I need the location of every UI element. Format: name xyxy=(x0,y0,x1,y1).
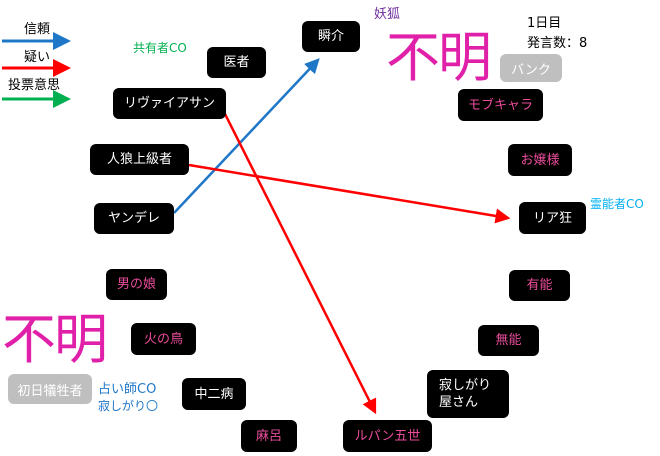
player-useless[interactable]: 無能 xyxy=(478,325,539,356)
dead-bank[interactable]: バンク xyxy=(500,54,562,82)
doubt-arrow-leviathan-lupin xyxy=(218,103,377,415)
seer-result-note: 寂しがり〇 xyxy=(98,399,159,413)
unknown-mark: 不明 xyxy=(2,308,108,371)
day-label: 1日目 xyxy=(527,16,562,31)
player-lupin[interactable]: ルパン五世 xyxy=(343,420,432,452)
unknown-mark: 不明 xyxy=(386,26,492,89)
player-yandere[interactable]: ヤンデレ xyxy=(94,203,174,234)
post-count: 発言数：8 xyxy=(527,36,588,51)
player-otokonoko[interactable]: 男の娘 xyxy=(106,269,167,300)
player-lonely[interactable]: 寂しがり屋さん xyxy=(427,370,509,418)
doubt-arrow-werewolf-riajuu xyxy=(188,163,511,224)
player-leviathan[interactable]: リヴァイアサン xyxy=(113,88,226,119)
legend-trust-label: 信頼 xyxy=(24,22,51,37)
fox-note: 妖狐 xyxy=(374,7,401,22)
player-shunsuke[interactable]: 瞬介 xyxy=(302,21,360,52)
player-riajuu[interactable]: リア狂 xyxy=(519,202,586,234)
player-chuuni[interactable]: 中二病 xyxy=(182,378,246,410)
player-capable[interactable]: 有能 xyxy=(509,270,570,301)
legend-doubt-label: 疑い xyxy=(24,50,51,65)
trust-arrow-yandere-shunsuke xyxy=(173,58,320,214)
player-mob[interactable]: モブキャラ xyxy=(458,89,543,121)
legend-vote-label: 投票意思 xyxy=(8,78,61,93)
player-phoenix[interactable]: 火の鳥 xyxy=(131,323,196,355)
dead-first-victim[interactable]: 初日犠牲者 xyxy=(8,374,92,404)
medium-co-note: 霊能者CO xyxy=(590,197,644,211)
player-werewolf-expert[interactable]: 人狼上級者 xyxy=(90,144,189,175)
player-doctor[interactable]: 医者 xyxy=(207,47,266,78)
player-ojousama[interactable]: お嬢様 xyxy=(508,144,572,176)
player-maro[interactable]: 麻呂 xyxy=(241,420,297,452)
sharer-co-note: 共有者CO xyxy=(133,41,187,55)
seer-co-note: 占い師CO xyxy=(98,382,157,397)
